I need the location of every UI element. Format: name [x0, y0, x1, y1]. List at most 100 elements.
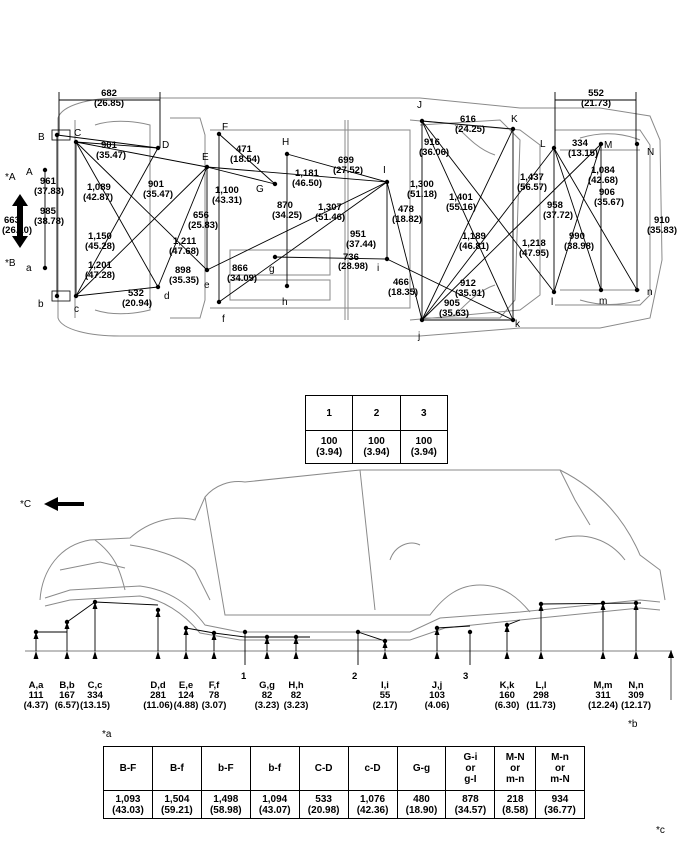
bottom-col-header-4: C-D — [298, 746, 349, 791]
point-label-C: C — [74, 128, 81, 139]
dim-656-in: (25.83) — [188, 220, 218, 231]
point-marker-K — [510, 126, 516, 132]
dim-1089-mm: 1,089 — [87, 182, 111, 193]
top-measure-line-C-d — [75, 141, 159, 288]
dim-905-in: (35.63) — [439, 308, 469, 319]
height-arrow-top-Kk — [504, 625, 510, 632]
point-label-e: e — [204, 280, 210, 291]
point-label-D: D — [162, 140, 169, 151]
point-label-j: j — [417, 331, 420, 342]
side-tie-line-9 — [540, 602, 642, 605]
side-view-outline — [39, 469, 666, 641]
point-label-B: B — [38, 132, 45, 143]
dim-682-mm: 682 — [101, 88, 117, 99]
point-marker-L — [551, 145, 557, 151]
cell-1: 100(3.94) — [304, 430, 354, 464]
height-mm-Kk: 160 — [499, 690, 515, 701]
point-label-i: i — [377, 263, 379, 274]
height-arrow-top-Jj — [434, 628, 440, 635]
bottom-col-header-3: b-f — [249, 746, 300, 791]
top-measure-line-g-i — [274, 256, 388, 260]
dim-1300-mm: 1,300 — [410, 179, 434, 190]
point-marker-A — [42, 167, 48, 173]
height-arrow-base-Cc — [92, 651, 98, 659]
height-arrow-base-Ee — [183, 651, 189, 659]
dim-699-mm: 699 — [338, 155, 354, 166]
height-name-Kk: K,k — [500, 680, 516, 691]
height-in-Mm: (12.24) — [588, 700, 618, 711]
dim-905-mm: 905 — [444, 298, 461, 309]
height-arrow-top-Hh — [293, 637, 299, 644]
dim-990-mm: 990 — [569, 231, 585, 242]
section-mark-3: 3 — [463, 671, 468, 682]
height-in-Cc: (13.15) — [80, 700, 110, 711]
dim-1211-in: (47.68) — [169, 246, 199, 257]
dim-1181-mm: 1,181 — [295, 168, 319, 179]
point-label-b: b — [38, 299, 44, 310]
bottom-cell-1: 1,504(59.21) — [151, 790, 202, 819]
top-measure-line-d-E — [157, 166, 208, 288]
height-name-Dd: D,d — [150, 680, 166, 691]
col-header-3: 3 — [399, 395, 449, 431]
cell-3: 100(3.94) — [399, 430, 449, 464]
dim-898-mm: 898 — [175, 265, 191, 276]
dim-958-in: (37.72) — [543, 210, 573, 221]
point-marker-h — [284, 283, 290, 289]
label-star-c: *c — [656, 825, 665, 836]
dim-1189-in: (46.81) — [459, 241, 489, 252]
section-marks: 1 2 3 — [241, 671, 468, 682]
point-marker-k — [510, 317, 516, 323]
height-arrow-top-Ll — [538, 604, 544, 611]
point-marker-H — [284, 151, 290, 157]
height-mm-Aa: 111 — [29, 690, 45, 701]
dim-916-mm: 916 — [424, 137, 440, 148]
top-measure-line-C-D — [75, 141, 159, 149]
dim-990-in: (38.98) — [564, 241, 594, 252]
point-marker-l — [551, 289, 557, 295]
top-measure-line-i-k — [386, 258, 514, 321]
section-mark-2: 2 — [352, 671, 357, 682]
bottom-col-header-6: G-g — [396, 746, 447, 791]
col-header-1: 1 — [304, 395, 354, 431]
top-measure-line-C-e — [75, 141, 208, 271]
height-arrow-base-Hh — [293, 651, 299, 659]
dim-1201-in: (47.28) — [85, 270, 115, 281]
point-label-G: G — [256, 184, 264, 195]
height-name-Nn: N,n — [628, 680, 644, 691]
side-measure-lines — [33, 599, 642, 665]
height-mm-Bb: 167 — [59, 690, 75, 701]
point-label-g: g — [269, 264, 275, 275]
point-label-h: h — [282, 297, 288, 308]
dim-466-mm: 466 — [393, 277, 409, 288]
dim-866-mm: 866 — [232, 263, 248, 274]
top-measure-line-e-I — [206, 181, 388, 271]
bottom-cell-5: 1,076(42.36) — [347, 790, 398, 819]
point-marker-n — [634, 287, 640, 293]
side-tie-line-6 — [357, 631, 386, 642]
height-arrow-base-Aa — [33, 651, 39, 659]
point-label-L: L — [540, 139, 546, 150]
point-label-f: f — [222, 314, 225, 325]
top-measure-line-H-I — [286, 153, 388, 183]
bottom-cell-9: 934(36.77) — [534, 790, 586, 819]
height-mm-Hh: 82 — [291, 690, 302, 701]
point-marker-f — [216, 299, 222, 305]
top-measure-line-j-M — [421, 143, 602, 321]
dim-663-in: (26.10) — [2, 225, 32, 236]
dim-912-mm: 912 — [460, 278, 476, 289]
dim-1150-in: (45.28) — [85, 241, 115, 252]
dim-663-mm: 663 — [4, 215, 20, 226]
point-marker-g — [272, 254, 278, 260]
dim-1300-in: (51.18) — [407, 189, 437, 200]
point-marker-I — [384, 179, 390, 185]
top-measure-line-I-j — [386, 181, 423, 321]
baseline-marker: *b — [628, 650, 674, 730]
col-header-2: 2 — [352, 395, 401, 431]
dim-985-mm: 985 — [40, 206, 57, 217]
point-label-E: E — [202, 152, 209, 163]
arrow-up-icon — [668, 650, 674, 658]
top-measure-line-E-I — [206, 166, 388, 183]
